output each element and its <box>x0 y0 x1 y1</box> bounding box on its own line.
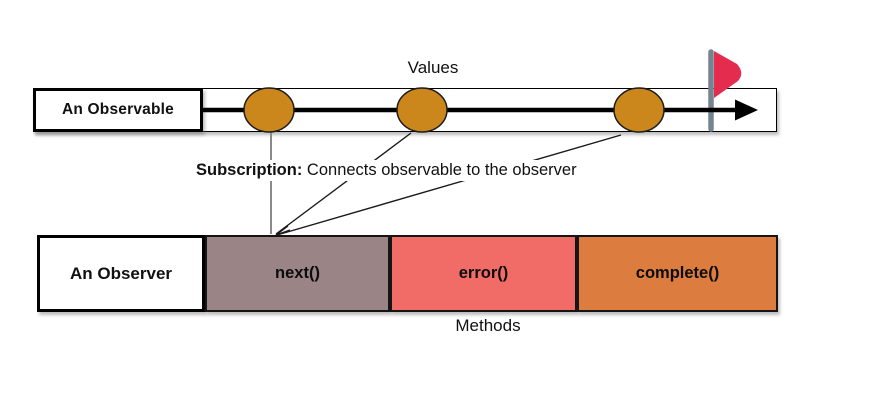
subscription-arrowhead-icon <box>275 225 291 236</box>
method-box-complete: complete() <box>577 235 778 312</box>
subscription-caption-text: Connects observable to the observer <box>302 161 577 179</box>
observable-box: An Observable <box>33 88 203 132</box>
observable-label: An Observable <box>61 101 174 118</box>
timeline-arrowhead-icon <box>735 99 758 121</box>
emission-dot-2 <box>396 87 448 133</box>
method-label-complete: complete() <box>635 264 720 282</box>
subscription-line-3 <box>276 134 622 236</box>
observer-label: An Observer <box>69 263 173 283</box>
subscription-caption-bold: Subscription: <box>196 161 303 179</box>
emission-dot-3 <box>613 87 665 133</box>
method-box-next: next() <box>205 235 390 312</box>
method-label-error: error() <box>458 264 509 282</box>
subscription-line-2 <box>275 132 412 235</box>
observer-box: An Observer <box>37 235 205 312</box>
method-box-error: error() <box>390 235 577 312</box>
completion-flag-pennant-icon <box>714 51 742 98</box>
subscription-caption: Subscription: Connects observable to the… <box>192 160 581 181</box>
values-caption: Values <box>407 58 459 77</box>
method-label-next: next() <box>275 264 320 282</box>
methods-caption: Methods <box>455 316 521 335</box>
emission-dot-1 <box>243 87 295 133</box>
